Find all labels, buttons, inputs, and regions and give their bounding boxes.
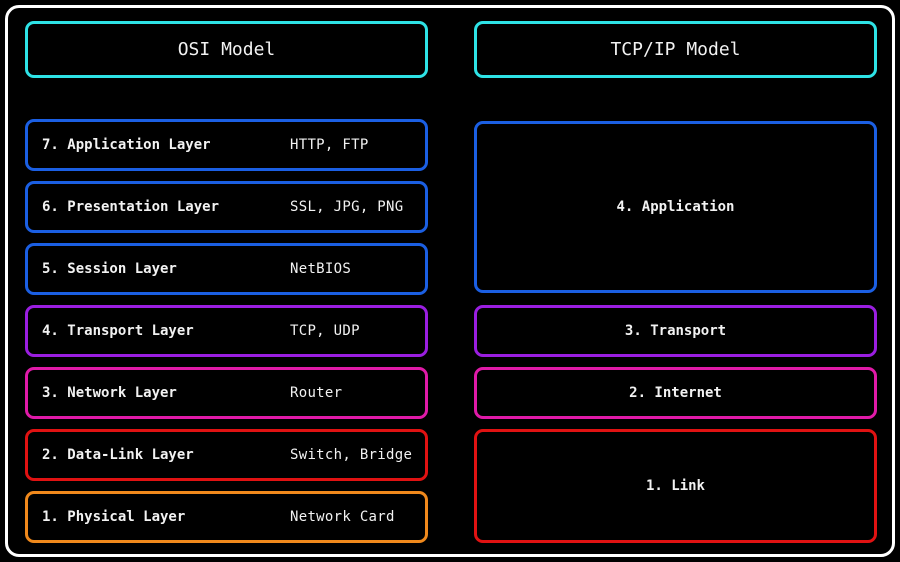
layer-protocols: Switch, Bridge	[290, 447, 413, 463]
osi-title: OSI Model	[177, 39, 276, 60]
osi-header: OSI Model	[25, 21, 428, 78]
osi-layer: 7. Application Layer HTTP, FTP	[25, 119, 428, 171]
layer-label: 4. Transport Layer	[42, 323, 194, 339]
layer-protocols: HTTP, FTP	[290, 137, 369, 153]
osi-layer: 6. Presentation Layer SSL, JPG, PNG	[25, 181, 428, 233]
layer-label: 1. Physical Layer	[42, 509, 186, 525]
osi-layer: 2. Data-Link Layer Switch, Bridge	[25, 429, 428, 481]
tcpip-layer: 1. Link	[474, 429, 877, 543]
layer-label: 7. Application Layer	[42, 137, 211, 153]
layer-label: 4. Application	[616, 199, 735, 215]
layer-protocols: TCP, UDP	[290, 323, 360, 339]
layer-label: 2. Data-Link Layer	[42, 447, 194, 463]
osi-layer: 4. Transport Layer TCP, UDP	[25, 305, 428, 357]
osi-layer: 3. Network Layer Router	[25, 367, 428, 419]
layer-label: 6. Presentation Layer	[42, 199, 220, 215]
tcpip-layer: 4. Application	[474, 121, 877, 293]
tcpip-layer: 2. Internet	[474, 367, 877, 419]
layer-label: 1. Link	[645, 478, 705, 494]
osi-layer: 5. Session Layer NetBIOS	[25, 243, 428, 295]
layer-label: 3. Transport	[624, 323, 727, 339]
tcpip-layer: 3. Transport	[474, 305, 877, 357]
osi-layer: 1. Physical Layer Network Card	[25, 491, 428, 543]
layer-label: 5. Session Layer	[42, 261, 177, 277]
layer-protocols: Network Card	[290, 509, 395, 525]
layer-label: 2. Internet	[629, 385, 722, 401]
layer-protocols: SSL, JPG, PNG	[290, 199, 404, 215]
layer-label: 3. Network Layer	[42, 385, 177, 401]
tcpip-header: TCP/IP Model	[474, 21, 877, 78]
layer-protocols: NetBIOS	[290, 261, 352, 277]
tcpip-title: TCP/IP Model	[610, 39, 741, 60]
diagram-frame	[5, 5, 895, 557]
layer-protocols: Router	[290, 385, 343, 401]
